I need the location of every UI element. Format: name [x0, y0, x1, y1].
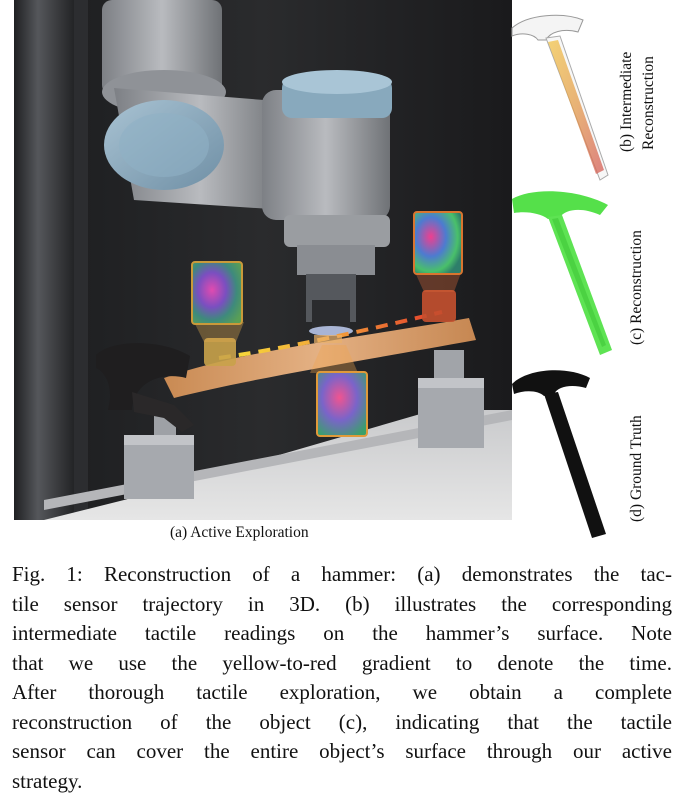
- tactile-reading-2: [413, 211, 463, 292]
- active-exploration-photo: [14, 0, 512, 520]
- robot-arm: [102, 0, 392, 336]
- tactile-reading-1: [191, 261, 244, 342]
- sensor-trajectory: [218, 310, 443, 360]
- panel-b-label-line1: (b) Intermediate: [618, 51, 635, 152]
- intermediate-reconstruction: [508, 10, 618, 185]
- figure-caption: Fig. 1: Reconstruction of a hammer: (a) …: [12, 560, 672, 796]
- panel-c-label: (c) Reconstruction: [628, 230, 645, 345]
- stand-left: [124, 410, 194, 499]
- reconstruction-point-cloud: [508, 185, 628, 360]
- caption-line: Fig. 1: Reconstruction of a hammer: (a) …: [12, 562, 672, 586]
- hammer: [96, 318, 476, 432]
- panel-b-label-line2: Reconstruction: [640, 56, 657, 150]
- panel-d-label: (d) Ground Truth: [628, 415, 645, 522]
- caption-line: reconstruction of the object (c), indica…: [12, 709, 672, 734]
- ground-truth-silhouette: [508, 362, 618, 542]
- caption-line: strategy.: [12, 768, 83, 793]
- tactile-reading-3: [310, 345, 368, 437]
- stand-right: [418, 350, 484, 448]
- panel-a-caption: (a) Active Exploration: [170, 524, 309, 541]
- caption-line: tile sensor trajectory in 3D. (b) illust…: [12, 591, 672, 616]
- caption-line: that we use the yellow-to-red gradient t…: [12, 650, 672, 675]
- caption-line: intermediate tactile readings on the ham…: [12, 621, 672, 645]
- caption-line: sensor can cover the entire object’s sur…: [12, 739, 672, 763]
- caption-line: After thorough tactile exploration, we o…: [12, 680, 672, 704]
